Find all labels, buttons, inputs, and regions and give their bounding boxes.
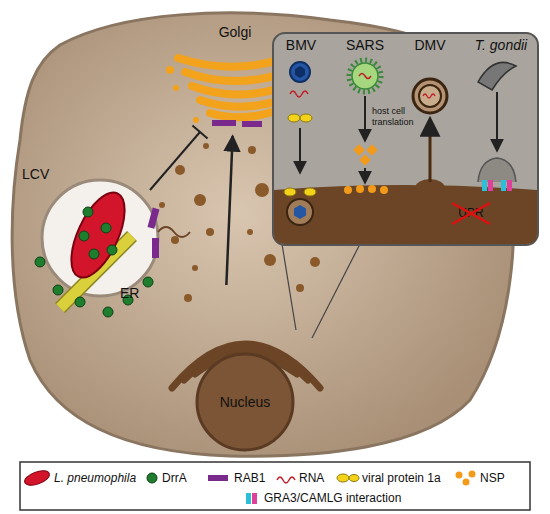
zoom-lines <box>282 244 360 338</box>
rab1-on-golgi <box>212 120 262 127</box>
node-label: Nucleus <box>220 394 271 410</box>
toxoplasma-node: T. gondii <box>467 37 535 92</box>
golgi-node: Golgi <box>165 24 305 136</box>
er-node: ER <box>120 285 330 350</box>
legend-text: DrrA <box>162 471 187 485</box>
legend-text: NSP <box>480 471 505 485</box>
golgi-vesicles <box>166 66 199 123</box>
node-label: Golgi <box>219 24 252 40</box>
lcv-vacuole <box>42 180 190 308</box>
node-label: LCV <box>22 166 49 182</box>
sars-node: SARS <box>343 37 387 95</box>
bmv-node: BMV <box>280 37 322 87</box>
dmv-pathway <box>413 79 447 197</box>
node-label: T. gondii <box>475 37 527 53</box>
drra-dots <box>35 207 153 317</box>
legend-text: L. pneumophila <box>54 471 136 485</box>
dmv-node: DMV <box>407 37 453 115</box>
toxoplasma-pathway <box>478 62 516 191</box>
upr-label: UPR <box>449 206 493 220</box>
bmv-pathway <box>284 62 316 225</box>
node-label: DMV <box>414 37 445 53</box>
inset-panel <box>273 33 538 245</box>
transport-arrow <box>226 136 232 285</box>
nucleus-shape <box>197 354 293 450</box>
legend-frame <box>20 462 530 510</box>
legend-text: GRA3/CAMLG interaction <box>264 491 401 505</box>
lcv-node: LCV <box>22 166 172 306</box>
legend-samples <box>23 468 476 504</box>
legend-text: viral protein 1a <box>362 471 441 485</box>
inhibition-line <box>150 126 208 191</box>
legend-text: RAB1 <box>234 471 265 485</box>
node-label: ER <box>120 285 139 301</box>
legend-text: RNA <box>299 471 324 485</box>
nucleus-node: Nucleus <box>197 354 293 450</box>
annotation-text: host cell translation <box>372 106 428 128</box>
node-label: BMV <box>286 37 316 53</box>
node-label: SARS <box>346 37 384 53</box>
